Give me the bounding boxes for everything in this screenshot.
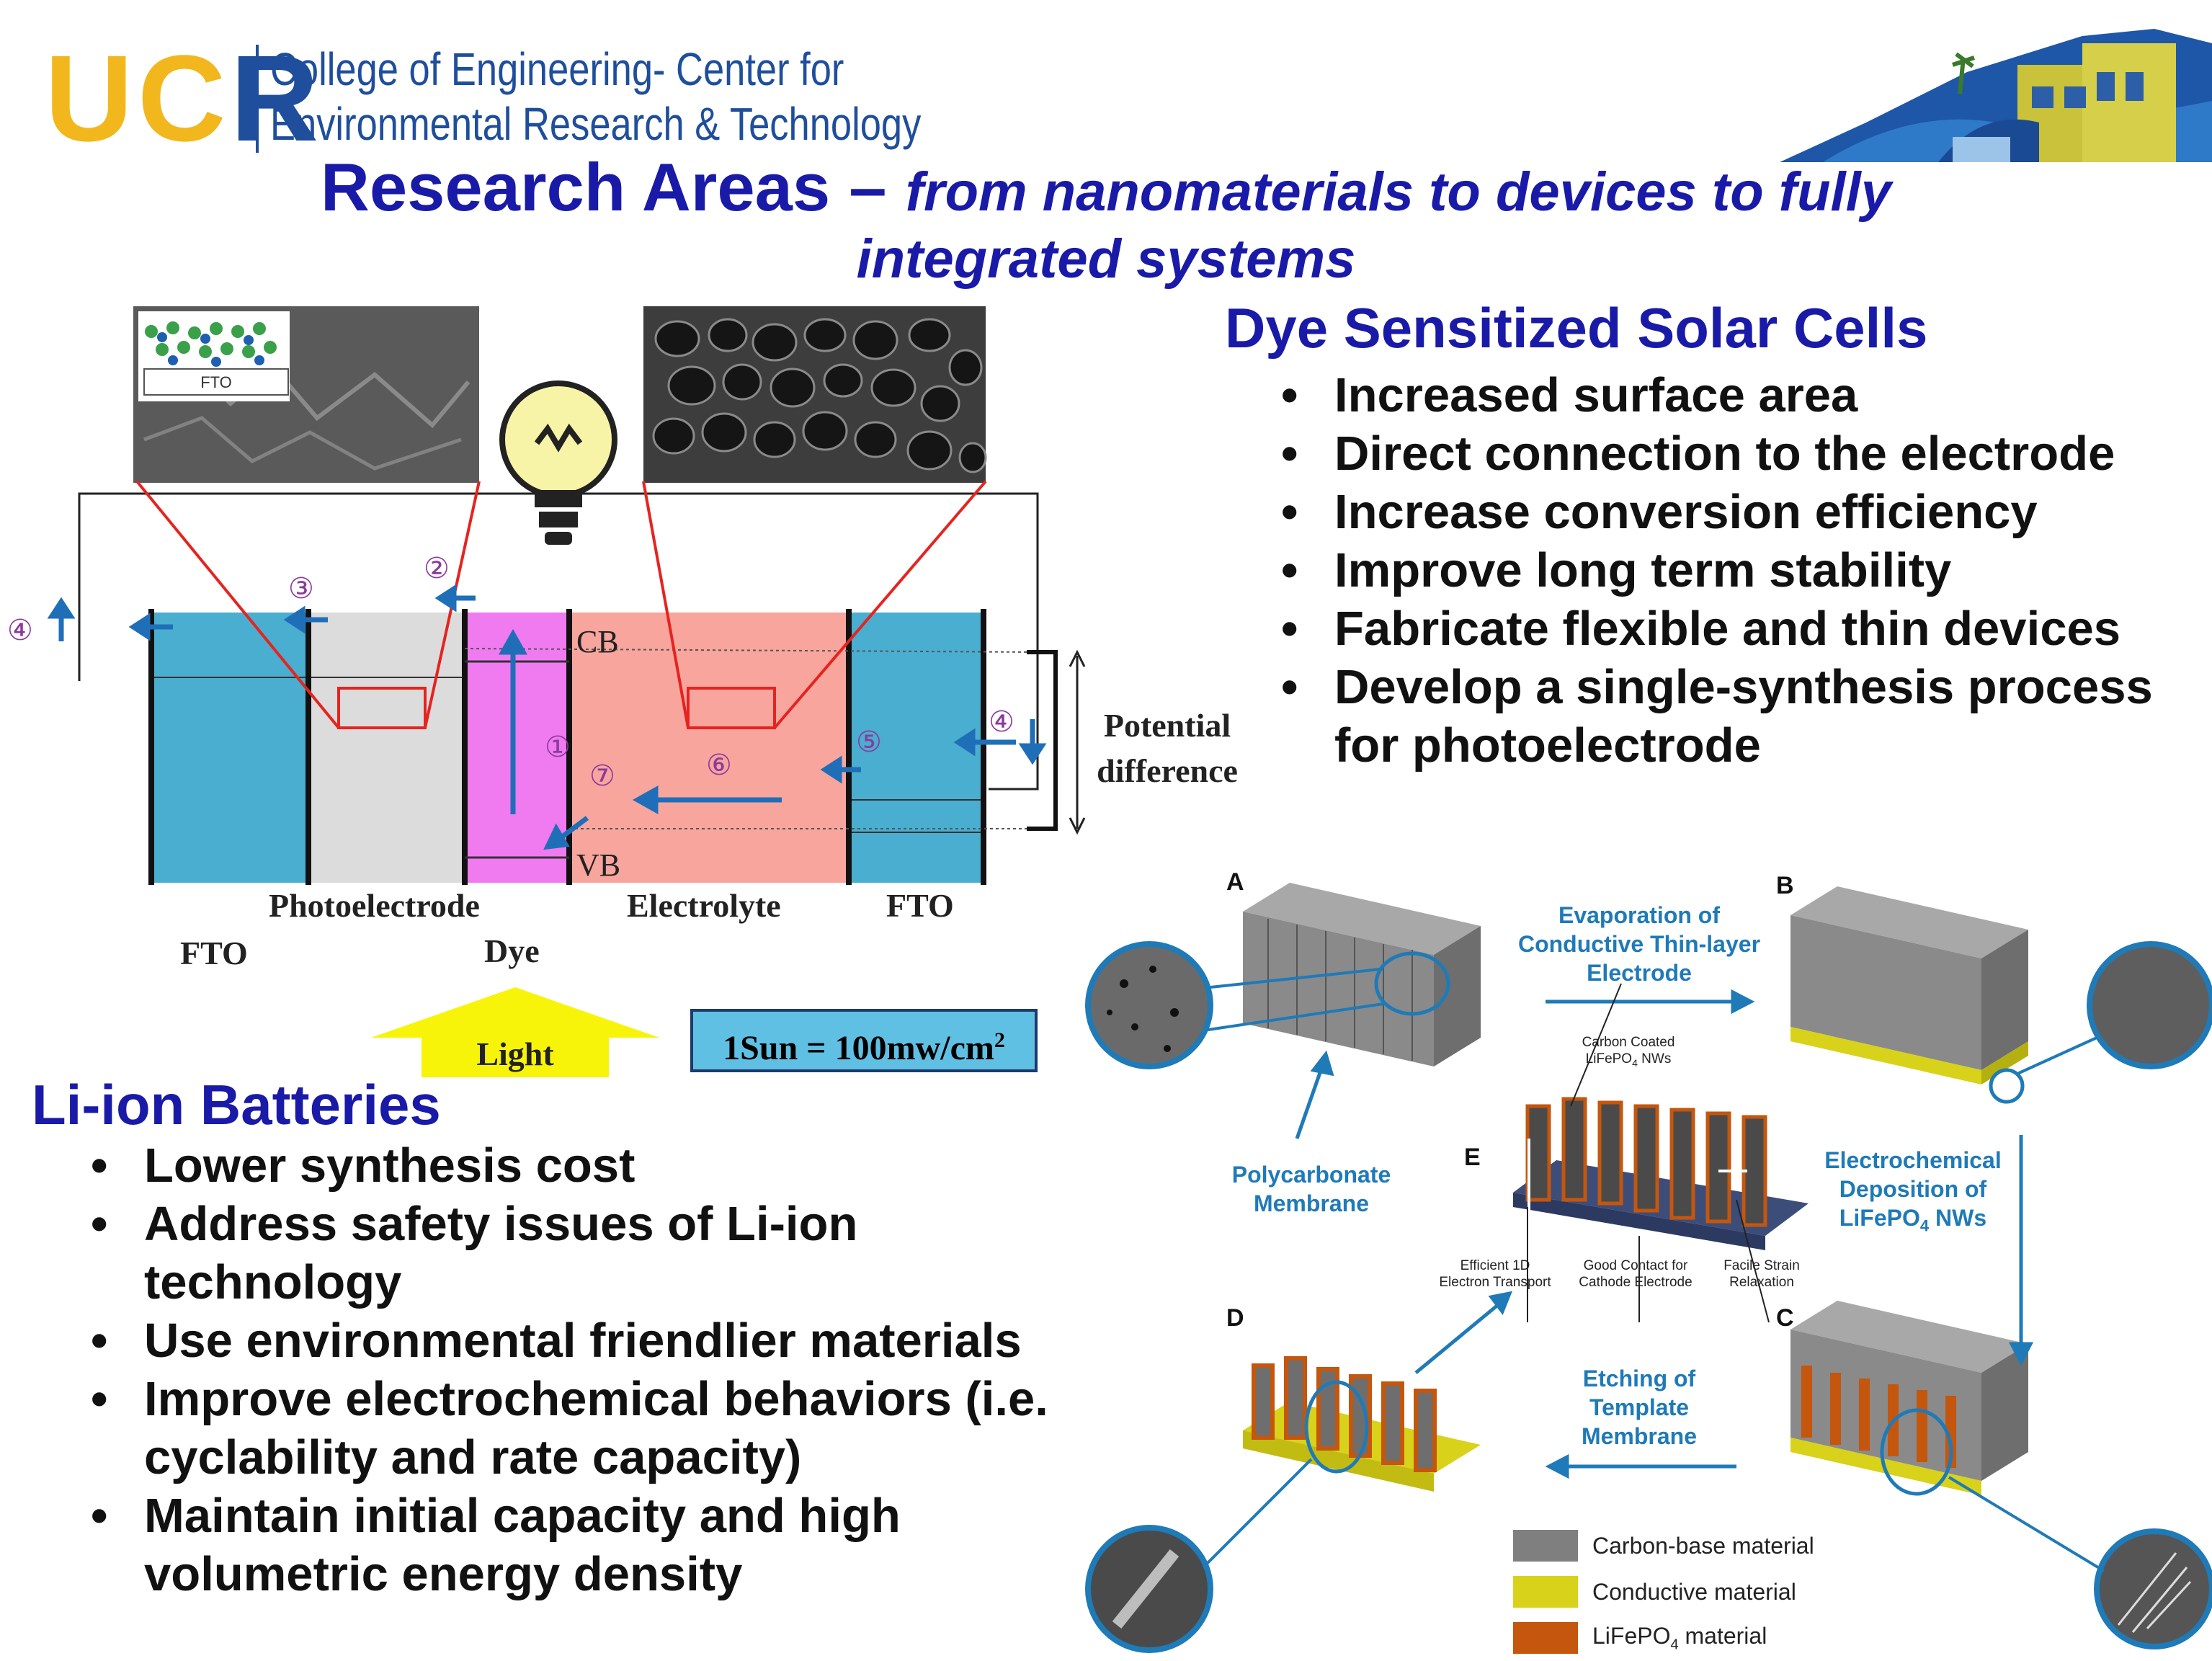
list-item: Increase conversion efficiency <box>1281 483 2182 541</box>
list-item: Maintain initial capacity and high volum… <box>91 1487 1100 1603</box>
legend-swatch <box>1513 1576 1578 1608</box>
step-deposition-label: Electrochemical Deposition of LiFePO4 NW… <box>1824 1147 2002 1235</box>
list-item: Lower synthesis cost <box>91 1136 1100 1195</box>
sem-zoom-b <box>2087 941 2212 1069</box>
light-arrow <box>371 987 659 1077</box>
dye-label: Dye <box>484 932 540 969</box>
ucr-logo: UCR <box>45 30 324 167</box>
panel-letter-b: B <box>1776 872 1794 899</box>
list-item: Improve electrochemical behaviors (i.e. … <box>91 1370 1100 1487</box>
liion-bullets: Lower synthesis cost Address safety issu… <box>91 1136 1100 1603</box>
fto-right-layer <box>847 613 984 883</box>
panel-c-deposited <box>1790 1301 2028 1495</box>
carbon-coated-label: Carbon Coated LiFePO4 NWs <box>1582 1035 1675 1069</box>
legend-item: Carbon-base material <box>1513 1523 1814 1569</box>
step-evaporation-label: Evaporation of Conductive Thin-layer Ele… <box>1517 902 1761 986</box>
photoelectrode-label: Photoelectrode <box>269 887 480 924</box>
list-item: Use environmental friendlier materials <box>91 1312 1100 1370</box>
list-item: Improve long term stability <box>1281 541 2182 600</box>
list-item: Increased surface area <box>1281 366 2182 424</box>
legend-swatch <box>1513 1622 1578 1654</box>
campus-illustration: C <box>1780 29 2212 162</box>
list-item: Develop a single-synthesis process for p… <box>1281 658 2182 775</box>
legend-swatch <box>1513 1530 1578 1562</box>
panel-letter-d: D <box>1226 1304 1244 1332</box>
legend-item: Conductive material <box>1513 1569 1814 1615</box>
step-7-badge: ⑦ <box>589 760 615 793</box>
sem-zoom-c <box>2094 1528 2212 1649</box>
step-3-badge: ③ <box>288 572 314 605</box>
liion-heading: Li-ion Batteries <box>32 1073 441 1136</box>
logo-divider <box>256 45 259 153</box>
college-name: College of Engineering- Center for Envir… <box>270 43 922 150</box>
panel-letter-a: A <box>1226 868 1244 896</box>
page-title-line2: integrated systems <box>856 228 1356 290</box>
panel-b-coated-membrane <box>1790 886 2028 1085</box>
dssc-cell-diagram: FTO CB VB <box>7 306 1238 1077</box>
potential-label-1: Potential <box>1104 707 1231 744</box>
electrolyte-label: Electrolyte <box>627 887 781 924</box>
light-bulb-icon <box>499 380 617 545</box>
electrolyte-layer <box>569 613 847 883</box>
panel-e-array <box>1513 1097 1809 1250</box>
materials-legend: Carbon-base material Conductive material… <box>1513 1523 1814 1661</box>
nanowire-fabrication-diagram: A B C D E <box>1085 868 2212 1653</box>
light-label: Light <box>476 1036 554 1072</box>
sem-zoom-a <box>1085 941 1213 1069</box>
fto-left-label: FTO <box>180 935 248 971</box>
cb-label: CB <box>576 624 619 659</box>
dssc-heading: Dye Sensitized Solar Cells <box>1225 296 1928 360</box>
panel-d-nanowires <box>1243 1356 1481 1492</box>
list-item: Address safety issues of Li-ion technolo… <box>91 1195 1100 1312</box>
step-5-badge: ⑤ <box>856 726 882 759</box>
panel-letter-e: E <box>1464 1144 1481 1171</box>
list-item: Direct connection to the electrode <box>1281 424 2182 483</box>
transport-label: Efficient 1D Electron Transport <box>1439 1258 1551 1290</box>
fto-right-label: FTO <box>886 887 954 924</box>
fto-left-layer <box>151 613 308 883</box>
dssc-bullets: Increased surface area Direct connection… <box>1281 366 2182 775</box>
legend-item: LiFePO4 material <box>1513 1615 1814 1661</box>
strain-label: Facile Strain Relaxation <box>1723 1258 1800 1290</box>
page-title: Research Areas – from nanomaterials to d… <box>320 149 1892 225</box>
contact-label: Good Contact for Cathode Electrode <box>1579 1258 1693 1290</box>
list-item: Fabricate flexible and thin devices <box>1281 600 2182 658</box>
step-1-badge: ① <box>545 731 571 764</box>
membrane-label: Polycarbonate Membrane <box>1231 1162 1391 1216</box>
vb-label: VB <box>576 847 620 883</box>
panel-a-membrane <box>1243 883 1481 1066</box>
step-6-badge: ⑥ <box>706 749 732 782</box>
step-etching-label: Etching of Template Membrane <box>1581 1366 1698 1449</box>
step-2-badge: ② <box>424 552 450 585</box>
step-4-right-badge: ④ <box>989 705 1014 739</box>
step-4-badge: ④ <box>7 614 33 647</box>
potential-label-2: difference <box>1097 752 1238 789</box>
inset-fto-label: FTO <box>200 373 232 391</box>
panel-letter-c: C <box>1776 1304 1794 1332</box>
photoelectrode-layer <box>308 613 465 883</box>
svg-text:C: C <box>2180 55 2196 81</box>
sun-intensity-box: 1Sun = 100mw/cm2 <box>690 1009 1038 1072</box>
